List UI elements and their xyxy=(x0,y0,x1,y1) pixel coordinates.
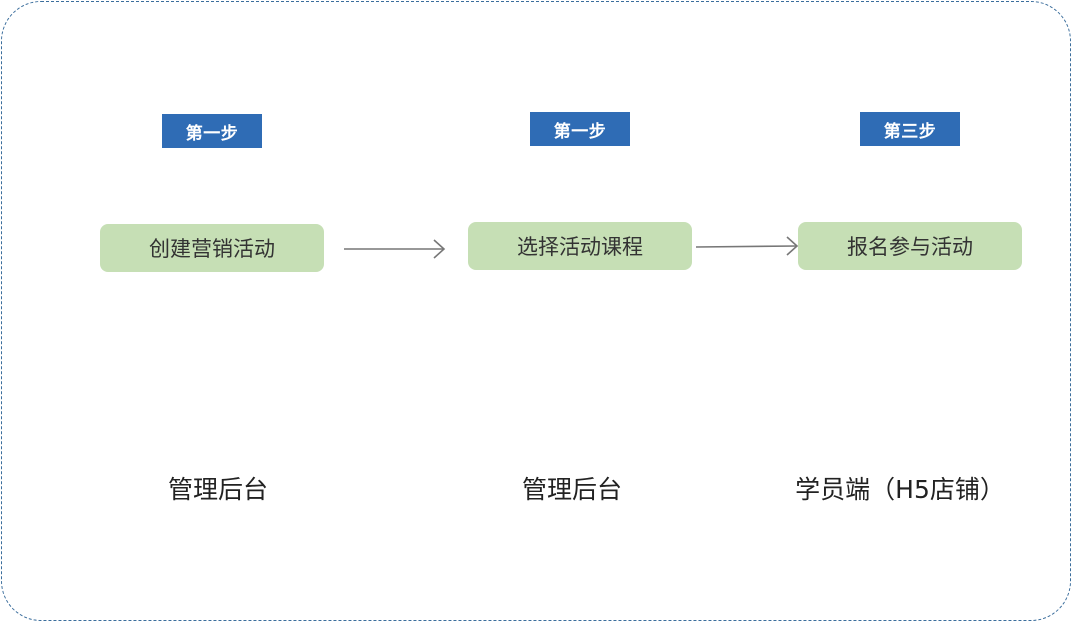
step-1-badge-label: 第一步 xyxy=(185,123,239,144)
step-2-badge: 第一步 xyxy=(530,112,630,146)
step-2-role-label: 管理后台 xyxy=(521,475,622,504)
step-1-box: 创建营销活动 xyxy=(100,224,324,272)
step-3-role-label: 学员端（H5店铺） xyxy=(795,475,1005,504)
step-2-action-label: 选择活动课程 xyxy=(517,235,643,259)
step-1-role-label: 管理后台 xyxy=(167,475,268,504)
step-3-badge-label: 第三步 xyxy=(883,121,937,142)
step-1-role: 管理后台 xyxy=(88,468,348,508)
step-2-role: 管理后台 xyxy=(442,468,702,508)
step-2-box: 选择活动课程 xyxy=(468,222,692,270)
step-3-action-label: 报名参与活动 xyxy=(847,235,973,259)
step-3-box: 报名参与活动 xyxy=(798,222,1022,270)
step-3-badge: 第三步 xyxy=(860,112,960,146)
step-1-badge: 第一步 xyxy=(162,114,262,148)
step-3-role: 学员端（H5店铺） xyxy=(770,468,1030,508)
step-1-action-label: 创建营销活动 xyxy=(149,237,275,261)
step-2-badge-label: 第一步 xyxy=(553,121,607,142)
